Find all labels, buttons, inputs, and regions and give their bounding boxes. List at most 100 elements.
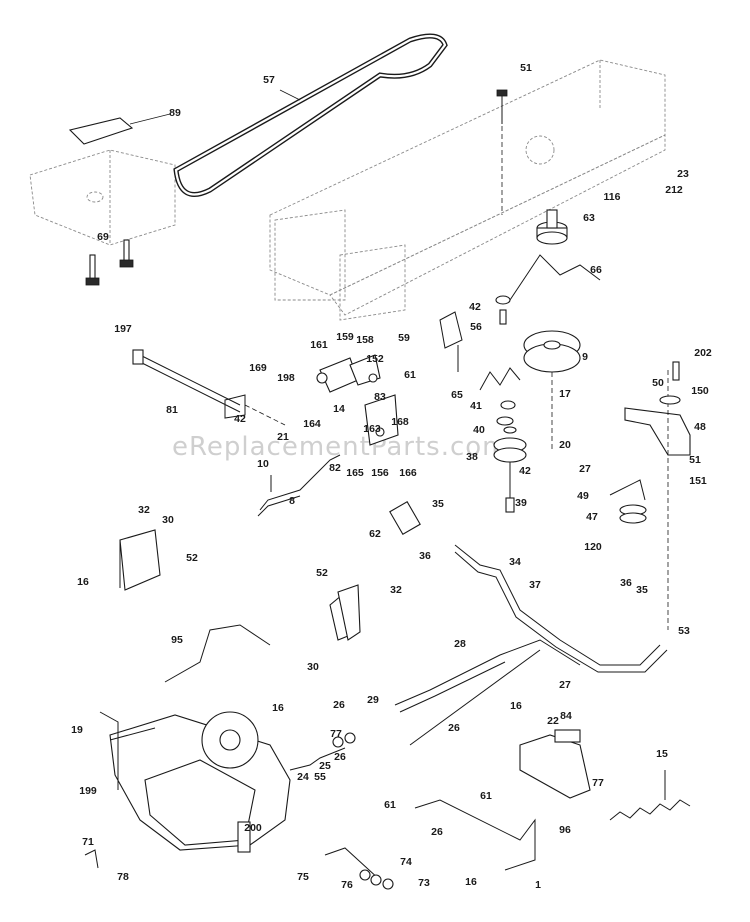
part-callout-42: 42 [234, 413, 246, 425]
part-callout-202: 202 [694, 347, 712, 359]
spacers-42-56 [495, 295, 516, 426]
part-callout-16: 16 [510, 700, 522, 712]
part-callout-55: 55 [314, 771, 326, 783]
part-callout-75: 75 [297, 871, 309, 883]
part-callout-50: 50 [652, 377, 664, 389]
tractor-frame [269, 59, 666, 321]
part-callout-28: 28 [454, 638, 466, 650]
part-callout-22: 22 [547, 715, 559, 727]
part-callout-1: 1 [535, 879, 541, 891]
part-callout-26: 26 [334, 751, 346, 763]
part-callout-56: 56 [470, 321, 482, 333]
part-callout-150: 150 [691, 385, 709, 397]
rod-95 [164, 624, 271, 683]
part-callout-71: 71 [82, 836, 94, 848]
part-callout-25: 25 [319, 760, 331, 772]
washer-150 [659, 395, 681, 405]
part-callout-151: 151 [689, 475, 707, 487]
part-callout-77: 77 [330, 728, 342, 740]
linkage-19-24-25 [289, 732, 356, 771]
part-callout-59: 59 [398, 332, 410, 344]
part-callout-76: 76 [341, 879, 353, 891]
part-callout-77: 77 [592, 777, 604, 789]
part-callout-30: 30 [307, 661, 319, 673]
part-callout-26: 26 [431, 826, 443, 838]
electric-clutch-9 [523, 330, 581, 450]
part-callout-49: 49 [577, 490, 589, 502]
part-callout-82: 82 [329, 462, 341, 474]
part-callout-24: 24 [297, 771, 309, 783]
part-callout-27: 27 [559, 679, 571, 691]
part-callout-57: 57 [263, 74, 275, 86]
part-callout-16: 16 [465, 876, 477, 888]
part-callout-42: 42 [519, 465, 531, 477]
linkage-74-75 [324, 847, 394, 890]
part-callout-23: 23 [677, 168, 689, 180]
part-callout-198: 198 [277, 372, 295, 384]
part-callout-53: 53 [678, 625, 690, 637]
part-callout-89: 89 [169, 107, 181, 119]
part-callout-161: 161 [310, 339, 328, 351]
part-callout-15: 15 [656, 748, 668, 760]
part-callout-41: 41 [470, 400, 482, 412]
part-callout-65: 65 [451, 389, 463, 401]
part-callout-29: 29 [367, 694, 379, 706]
bracket-30-left [119, 529, 161, 591]
part-callout-48: 48 [694, 421, 706, 433]
part-callout-163: 163 [363, 423, 381, 435]
pin-96 [84, 849, 99, 869]
brackets-152-158 [316, 354, 381, 393]
part-callout-32: 32 [138, 504, 150, 516]
part-callout-14: 14 [333, 403, 345, 415]
drive-belt-57 [173, 33, 448, 197]
transaxle-1 [99, 711, 291, 853]
part-callout-61: 61 [480, 790, 492, 802]
part-callout-35: 35 [432, 498, 444, 510]
part-callout-73: 73 [418, 877, 430, 889]
part-callout-152: 152 [366, 353, 384, 365]
part-callout-26: 26 [448, 722, 460, 734]
part-callout-83: 83 [374, 391, 386, 403]
part-callout-96: 96 [559, 824, 571, 836]
part-callout-69: 69 [97, 231, 109, 243]
part-callout-197: 197 [114, 323, 132, 335]
part-callout-164: 164 [303, 418, 321, 430]
watermark: eReplacementParts.com [172, 432, 509, 462]
idler-pulley-63 [536, 209, 568, 245]
rod-8 [259, 454, 341, 511]
part-callout-27: 27 [579, 463, 591, 475]
part-callout-63: 63 [583, 212, 595, 224]
part-callout-36: 36 [620, 577, 632, 589]
part-callout-42: 42 [469, 301, 481, 313]
part-callout-78: 78 [117, 871, 129, 883]
part-callout-166: 166 [399, 467, 417, 479]
bolt-202 [672, 361, 680, 381]
bracket-48 [624, 370, 691, 630]
part-callout-51: 51 [520, 62, 532, 74]
bracket-199 [519, 729, 591, 799]
part-callout-26: 26 [333, 699, 345, 711]
control-rod-22-28 [394, 639, 581, 746]
part-callout-165: 165 [346, 467, 364, 479]
part-callout-95: 95 [171, 634, 183, 646]
spring-41 [479, 367, 521, 391]
part-callout-10: 10 [257, 458, 269, 470]
part-callout-9: 9 [582, 351, 588, 363]
part-callout-32: 32 [390, 584, 402, 596]
part-callout-37: 37 [529, 579, 541, 591]
part-callout-66: 66 [590, 264, 602, 276]
part-callout-158: 158 [356, 334, 374, 346]
part-callout-84: 84 [560, 710, 572, 722]
part-callout-74: 74 [400, 856, 412, 868]
part-callout-47: 47 [586, 511, 598, 523]
part-callout-120: 120 [584, 541, 602, 553]
bolts-69 [85, 239, 134, 286]
part-callout-62: 62 [369, 528, 381, 540]
part-callout-20: 20 [559, 439, 571, 451]
spring-55 [609, 770, 691, 821]
part-callout-40: 40 [473, 424, 485, 436]
bracket-59 [439, 311, 463, 349]
part-callout-21: 21 [277, 431, 289, 443]
